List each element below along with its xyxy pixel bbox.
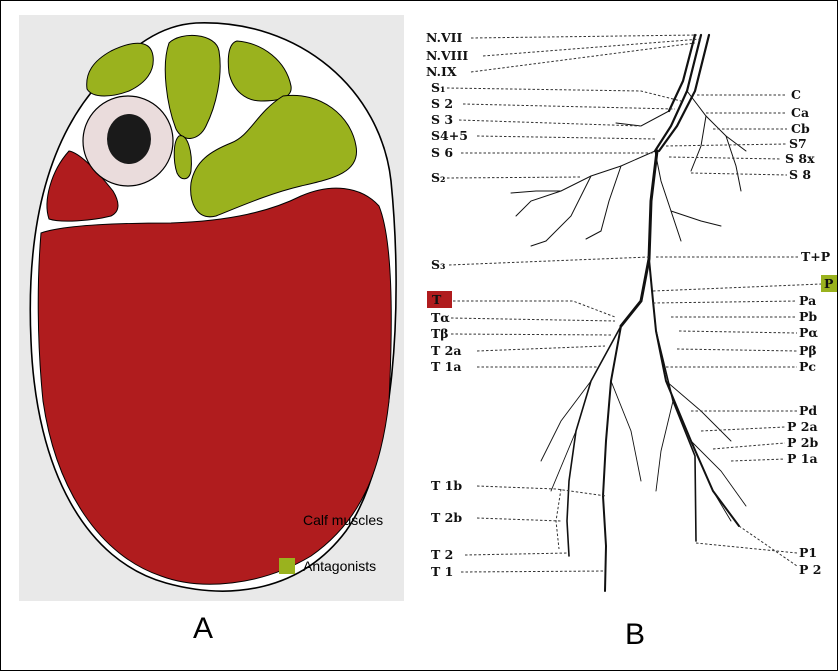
label-t2a: T 2a bbox=[431, 343, 461, 358]
label-t-alpha: Tα bbox=[431, 310, 450, 325]
right-labels: C Ca Cb S7 S 8x S 8 T+P P Pa Pb Pα Pβ Pc… bbox=[785, 87, 837, 577]
label-n-ix: N.IX bbox=[426, 64, 457, 79]
label-s6: S 6 bbox=[431, 145, 453, 160]
label-s8x: S 8x bbox=[785, 151, 815, 166]
label-t2: T 2 bbox=[431, 547, 453, 562]
label-s2: S 2 bbox=[431, 96, 453, 111]
panel-b-letter: B bbox=[625, 618, 645, 652]
label-p: P bbox=[824, 276, 834, 291]
label-c: C bbox=[791, 87, 801, 102]
label-n-vii: N.VII bbox=[426, 30, 463, 45]
label-s8: S 8 bbox=[789, 167, 811, 182]
left-leader-lines bbox=[447, 35, 701, 572]
leg-cross-section bbox=[30, 23, 396, 591]
label-p-beta: Pβ bbox=[799, 343, 817, 358]
label-p-alpha: Pα bbox=[799, 325, 818, 340]
label-pa: Pa bbox=[799, 293, 816, 308]
label-s4-5: S4+5 bbox=[431, 128, 468, 143]
label-s3: S 3 bbox=[431, 112, 453, 127]
label-p2: P 2 bbox=[799, 562, 821, 577]
legend-label-antagonists: Antagonists bbox=[303, 558, 376, 574]
label-p1: P1 bbox=[799, 545, 817, 560]
label-s2-sub: S₂ bbox=[431, 170, 446, 185]
nerve-tree bbox=[511, 35, 746, 591]
label-cb: Cb bbox=[791, 121, 810, 136]
panel-a-letter: A bbox=[193, 612, 213, 646]
legend-swatch-calf bbox=[279, 512, 295, 528]
label-p1a: P 1a bbox=[787, 451, 818, 466]
label-s3-sub: S₃ bbox=[431, 257, 446, 272]
label-t1: T 1 bbox=[431, 564, 453, 579]
label-p2b: P 2b bbox=[787, 435, 818, 450]
label-s7: S7 bbox=[789, 136, 807, 151]
label-s1: S₁ bbox=[431, 80, 446, 95]
label-ca: Ca bbox=[791, 105, 809, 120]
label-p2a: P 2a bbox=[787, 419, 818, 434]
label-t2b: T 2b bbox=[431, 510, 462, 525]
legend-swatch-antagonists bbox=[279, 558, 295, 574]
label-t-plus-p: T+P bbox=[801, 249, 831, 264]
label-t-beta: Tβ bbox=[431, 326, 449, 341]
label-t1a: T 1a bbox=[431, 359, 461, 374]
label-pc: Pc bbox=[799, 359, 816, 374]
label-t: T bbox=[432, 292, 442, 307]
label-pd: Pd bbox=[799, 403, 817, 418]
label-n-viii: N.VIII bbox=[426, 48, 468, 63]
label-pb: Pb bbox=[799, 309, 817, 324]
bone-marrow bbox=[107, 114, 151, 164]
left-labels: N.VII N.VIII N.IX S₁ S 2 S 3 S4+5 S 6 S₂… bbox=[426, 30, 468, 579]
legend-label-calf: Calf muscles bbox=[303, 512, 383, 528]
label-t1b: T 1b bbox=[431, 478, 462, 493]
